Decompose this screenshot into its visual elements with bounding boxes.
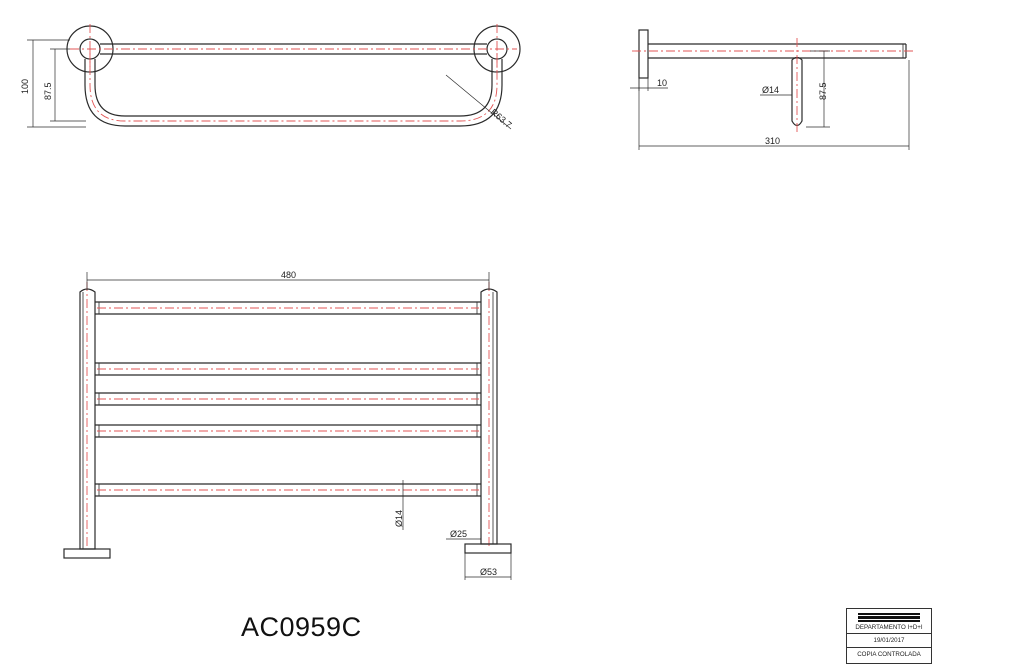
stamp-department: DEPARTAMENTO I+D+I <box>855 624 923 631</box>
dim-top-height-inner: 87.5 <box>43 82 53 100</box>
front-right-post <box>480 288 498 545</box>
dim-side-tube-dia: Ø14 <box>762 85 779 95</box>
dim-side-height: 87.5 <box>818 82 828 100</box>
control-stamp: DEPARTAMENTO I+D+I 19/01/2017 COPIA CONT… <box>846 608 932 664</box>
rail-3 <box>95 392 481 406</box>
side-drop-rod <box>791 56 803 127</box>
rail-5 <box>95 483 481 497</box>
company-logo-icon <box>858 611 920 623</box>
dim-front-tube-dia: Ø14 <box>394 510 404 527</box>
dim-top-height-total: 100 <box>20 79 30 94</box>
side-wall-plate <box>638 29 649 79</box>
u-bar-outer <box>84 59 503 127</box>
dim-side-depth: 310 <box>765 136 780 146</box>
front-left-post <box>79 288 96 550</box>
rail-2 <box>95 362 481 376</box>
front-view: 480 Ø14 Ø25 Ø53 <box>63 270 512 580</box>
dim-front-post-dia: Ø25 <box>450 529 467 539</box>
product-code: AC0959C <box>241 612 362 642</box>
u-bar-inner <box>94 59 493 117</box>
front-right-base <box>464 543 512 554</box>
dim-front-base-dia: Ø53 <box>480 567 497 577</box>
rail-4 <box>95 424 481 438</box>
dim-front-width: 480 <box>281 270 296 280</box>
front-left-base <box>63 548 111 559</box>
stamp-date: 19/01/2017 <box>847 633 931 647</box>
side-view: 10 Ø14 87.5 310 <box>630 29 915 150</box>
stamp-status: COPIA CONTROLADA <box>847 647 931 661</box>
top-view: 100 87.5 R63.7 <box>20 24 521 130</box>
dim-side-plate: 10 <box>657 78 667 88</box>
dim-top-radius: R63.7 <box>489 107 514 130</box>
rail-1 <box>95 301 481 315</box>
